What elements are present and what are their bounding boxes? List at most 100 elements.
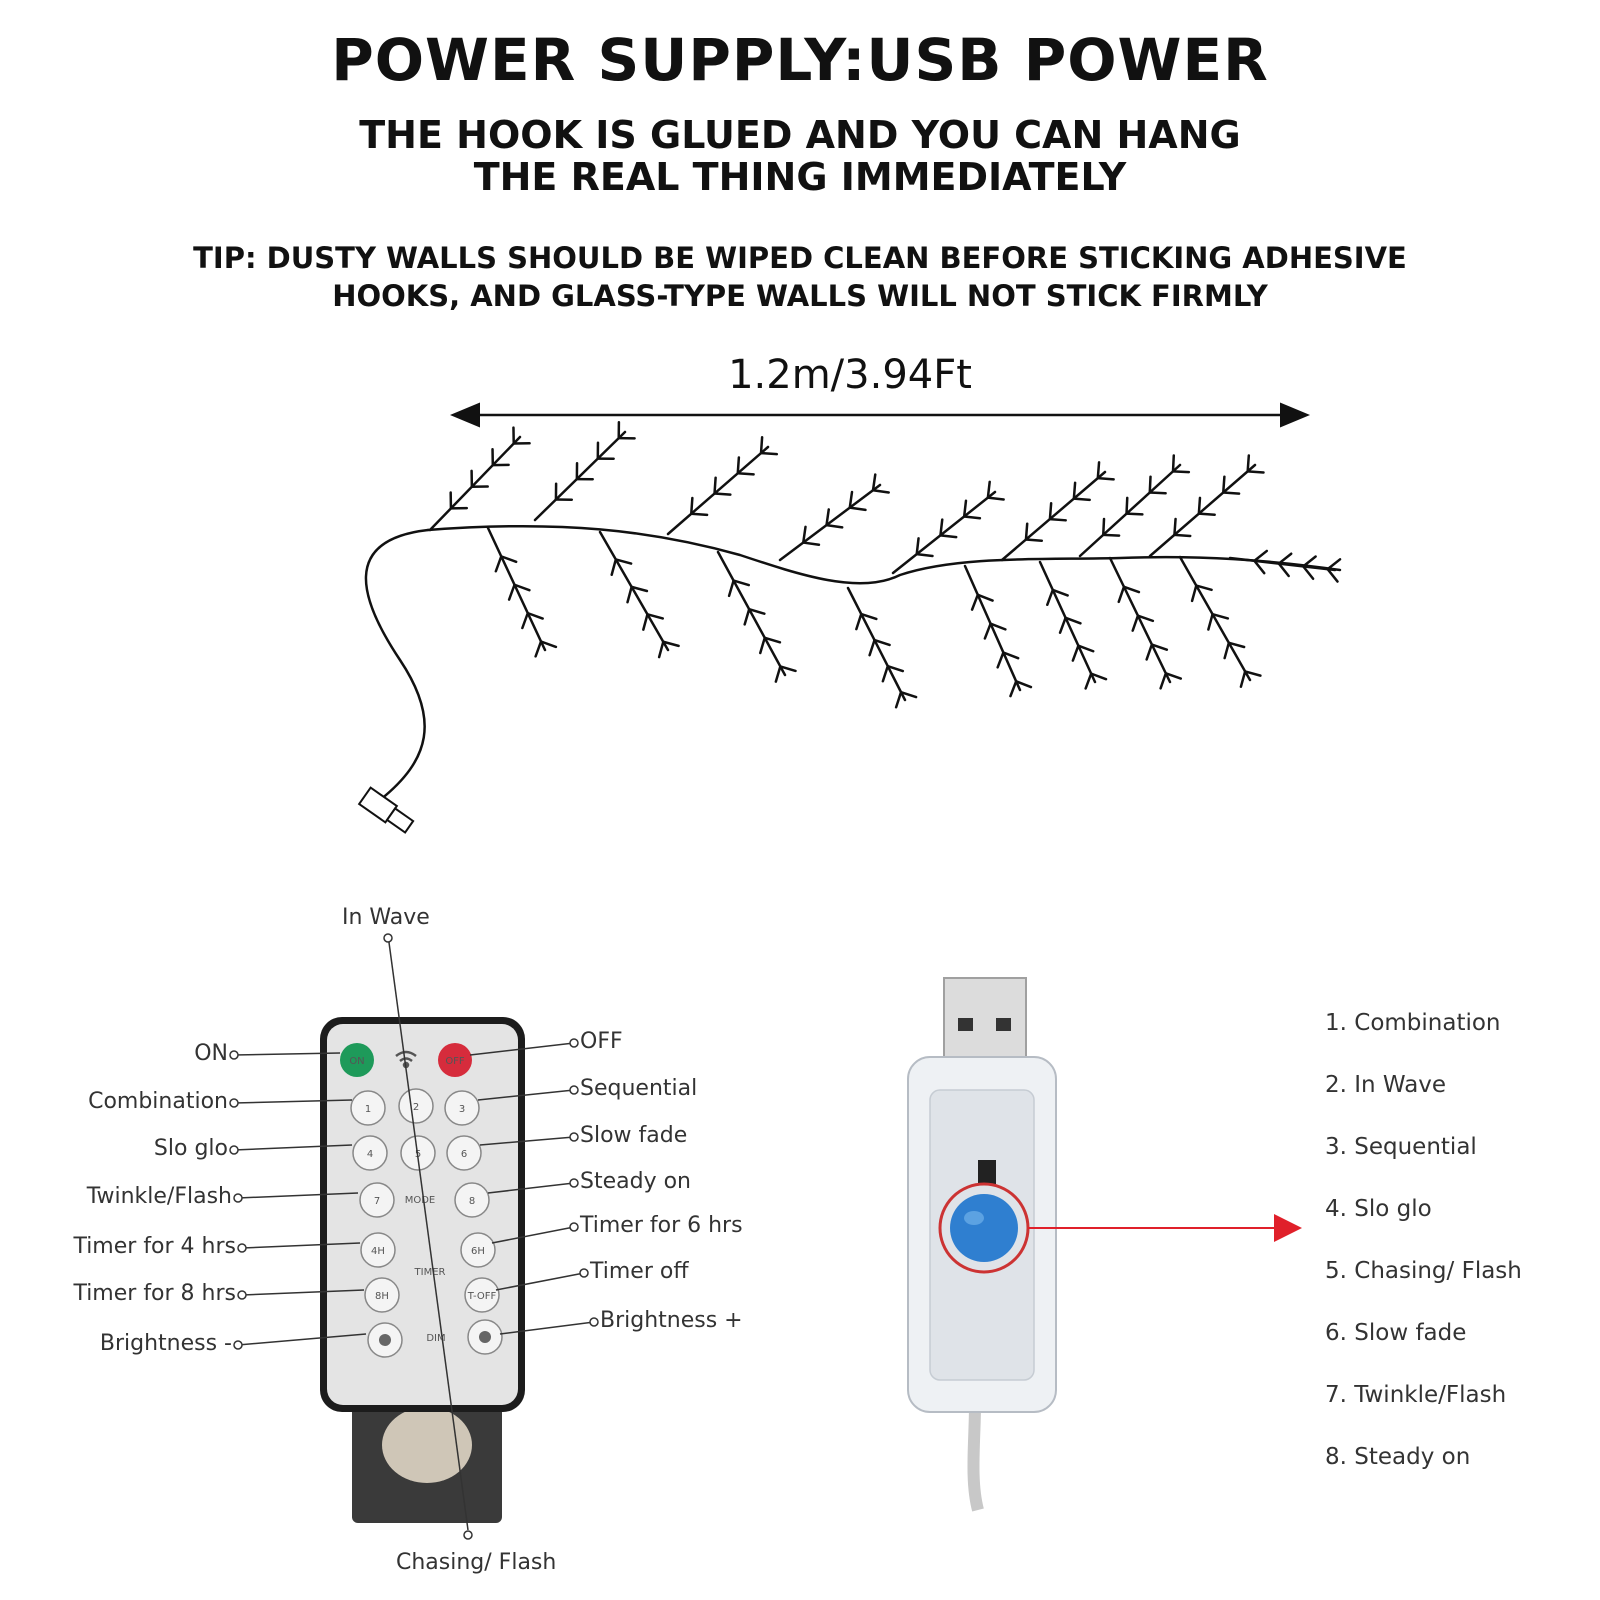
twig <box>802 525 807 544</box>
remote-key-label: 8 <box>469 1196 475 1207</box>
remote-right-label: Sequential <box>580 1076 698 1101</box>
timer-label: TIMER <box>414 1267 446 1278</box>
remote-key-n8[interactable] <box>454 1182 490 1218</box>
twig <box>1102 533 1121 537</box>
usb-mode-button[interactable] <box>950 1194 1018 1262</box>
remote-key-label: 6H <box>471 1246 485 1257</box>
usb-mode-item: 2. In Wave <box>1325 1072 1447 1098</box>
twig <box>1136 614 1155 623</box>
twig <box>1246 470 1265 474</box>
downward-branch <box>1108 556 1172 684</box>
twig <box>534 640 543 658</box>
remote-key-n3[interactable] <box>444 1090 480 1126</box>
twig <box>743 607 751 626</box>
remote-key-h6[interactable] <box>460 1232 496 1268</box>
usb-controller <box>907 977 1302 1512</box>
twig <box>1009 680 1018 698</box>
main-wire <box>426 524 1342 585</box>
remote-left-label: Combination <box>88 1089 228 1114</box>
twig <box>657 640 665 659</box>
remote-key-n6[interactable] <box>446 1135 482 1171</box>
twig <box>1024 522 1029 541</box>
leader-dot <box>237 1243 247 1253</box>
upward-branch <box>778 483 882 562</box>
remote-right-label: Steady on <box>580 1169 691 1194</box>
twig <box>1102 517 1106 537</box>
twig <box>1246 454 1251 473</box>
twig <box>1148 475 1152 494</box>
twig <box>1096 461 1101 480</box>
twig <box>996 651 1005 669</box>
downward-branch <box>716 550 787 677</box>
remote-key-label: 3 <box>459 1104 465 1115</box>
remote-key-n1[interactable] <box>350 1090 386 1126</box>
usb-mode-item: 6. Slow fade <box>1325 1320 1467 1346</box>
twig <box>1195 584 1213 592</box>
downward-branch <box>598 530 670 652</box>
subtitle-line-1: THE HOOK IS GLUED AND YOU CAN HANG <box>359 113 1241 157</box>
leader-line <box>487 1182 575 1194</box>
remote-right-label: OFF <box>580 1029 623 1054</box>
on-button[interactable] <box>340 1043 374 1077</box>
twig <box>779 665 797 673</box>
twig <box>1002 651 1020 660</box>
twig <box>1048 517 1067 522</box>
twig <box>736 472 755 476</box>
remote-key-h8[interactable] <box>364 1277 400 1313</box>
twig <box>1326 567 1339 583</box>
twig <box>713 476 717 495</box>
twig <box>1197 512 1216 517</box>
downward-branch <box>846 586 907 702</box>
twig <box>1223 641 1231 660</box>
usb-controller-cable <box>967 1404 984 1512</box>
remote-key-h4[interactable] <box>360 1232 396 1268</box>
tip-line-1: TIP: DUSTY WALLS SHOULD BE WIPED CLEAN B… <box>193 241 1407 275</box>
twig <box>1302 555 1317 568</box>
twig <box>1197 496 1202 515</box>
remote-key-label: 4 <box>367 1149 373 1160</box>
leader-dot <box>579 1268 589 1278</box>
twig <box>507 583 516 601</box>
remote-right-label: Brightness + <box>600 1308 743 1333</box>
remote-key-label: 8H <box>375 1291 389 1302</box>
twig <box>736 456 741 475</box>
twig <box>939 534 958 539</box>
leader-line <box>387 934 469 1531</box>
twig <box>1239 670 1247 688</box>
upward-branch <box>1148 463 1257 558</box>
leader-dot <box>569 1038 579 1048</box>
remote-key-n4[interactable] <box>352 1135 388 1171</box>
leader-line <box>233 1052 341 1056</box>
off-button[interactable] <box>438 1043 472 1077</box>
leader-line <box>469 1042 575 1056</box>
upward-branch <box>533 430 627 522</box>
twig <box>1253 559 1266 575</box>
remote-key-n2[interactable] <box>398 1088 434 1124</box>
twig <box>1190 584 1198 603</box>
downward-branch <box>486 526 547 652</box>
remote-left-label: Slo glo <box>153 1136 228 1161</box>
twig <box>1058 616 1067 634</box>
twig <box>976 593 994 602</box>
twig <box>1243 670 1262 677</box>
twig <box>727 579 735 598</box>
twig <box>1089 672 1108 681</box>
remote-key-label: 4H <box>371 1246 385 1257</box>
remote-key-timer_off[interactable] <box>464 1277 500 1313</box>
remote-leader-lines <box>229 933 599 1540</box>
usb-plug-icon <box>357 786 415 834</box>
on-button-text: ON <box>349 1056 364 1067</box>
leader-dot <box>569 1178 579 1188</box>
twig <box>626 585 633 604</box>
leader-dot <box>589 1317 599 1327</box>
off-button-text: OFF <box>445 1056 465 1067</box>
length-dimension-label: 1.2m/3.94Ft <box>728 352 972 398</box>
page-title: POWER SUPPLY:USB POWER <box>331 26 1269 94</box>
twig <box>610 558 618 576</box>
twig <box>500 555 518 564</box>
remote-key-n7[interactable] <box>359 1182 395 1218</box>
leader-line <box>491 1226 575 1244</box>
downward-branches <box>486 526 1342 709</box>
twig <box>986 496 1005 501</box>
upward-branch <box>666 445 770 536</box>
